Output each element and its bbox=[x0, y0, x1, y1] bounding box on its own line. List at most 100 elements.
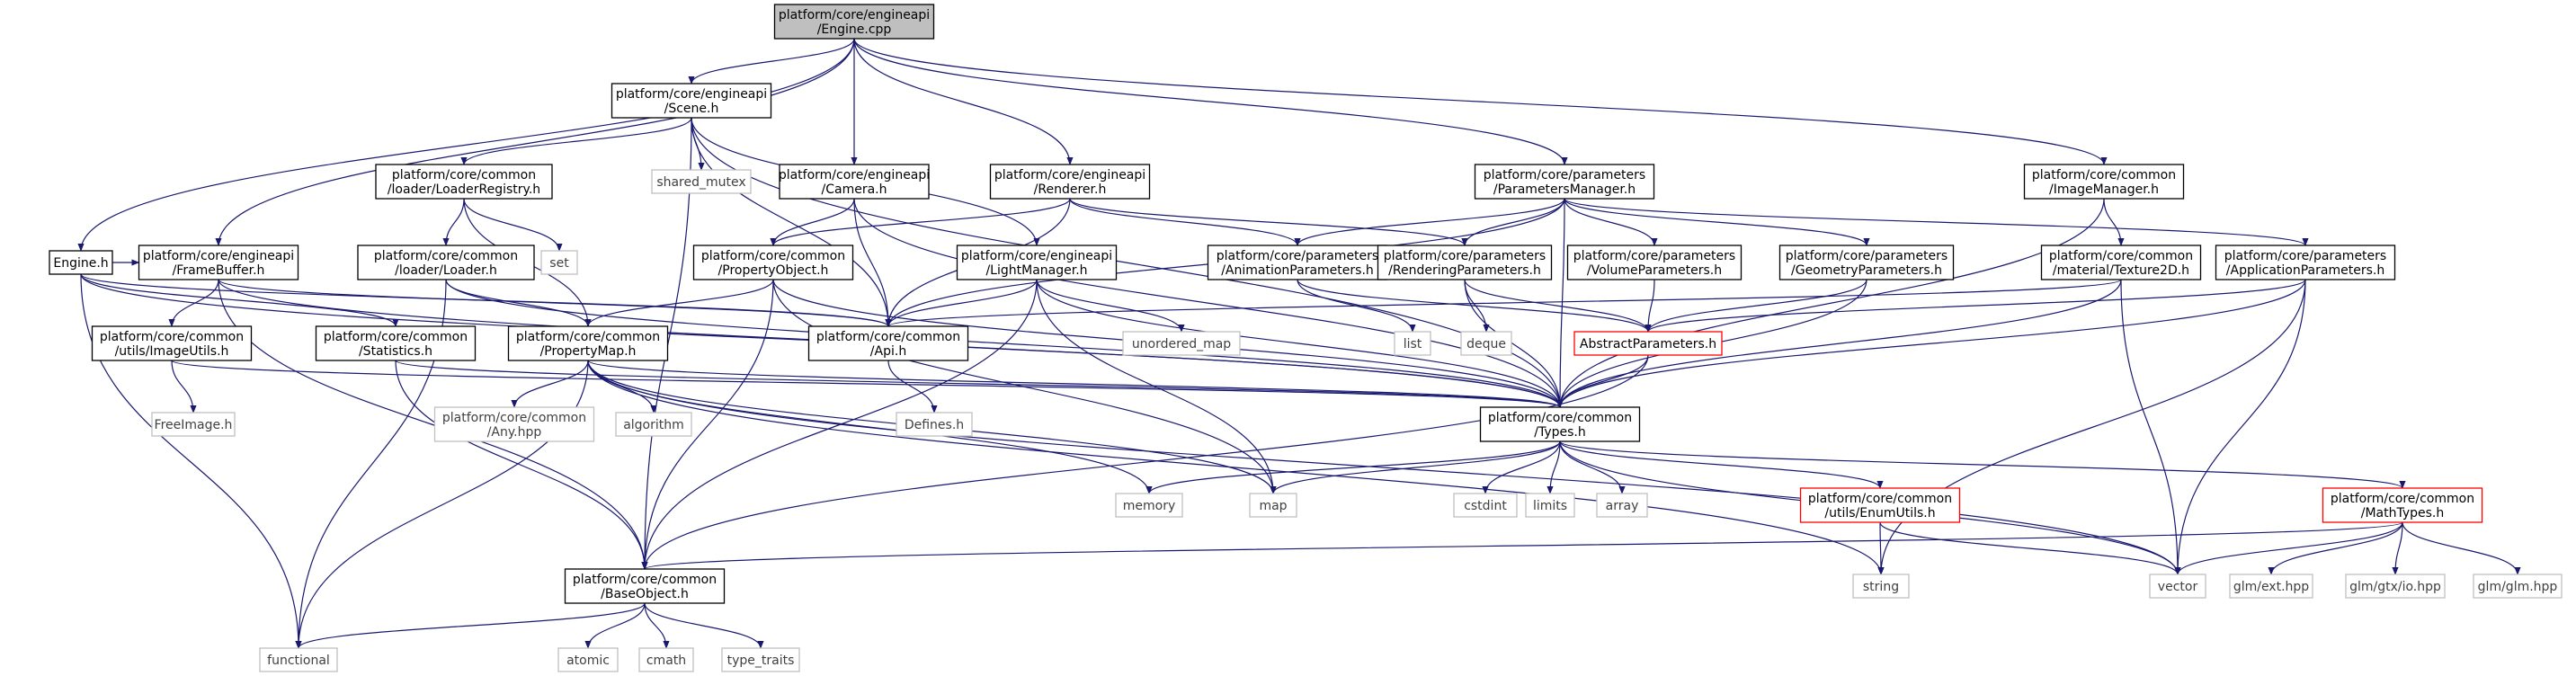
edge-imagemanager_h-to-texture2d_h bbox=[2103, 198, 2125, 246]
node-label: limits bbox=[1533, 499, 1567, 513]
node-mathtypes-h[interactable]: platform/core/common/MathTypes.h bbox=[2322, 487, 2483, 523]
node-framebuffer-h[interactable]: platform/core/engineapi/FrameBuffer.h bbox=[138, 245, 299, 280]
node-label: platform/core/engineapi bbox=[779, 168, 930, 182]
edge-mathtypes_h-to-glm_ext bbox=[2268, 521, 2403, 575]
edge-mathtypes_h-to-glm_glm bbox=[2402, 521, 2521, 575]
edge-scene_h-to-loaderregistry_h bbox=[460, 117, 692, 165]
node-geometryparams-h[interactable]: platform/core/parameters/GeometryParamet… bbox=[1778, 245, 1955, 280]
node-imagemanager-h[interactable]: platform/core/common/ImageManager.h bbox=[2023, 164, 2185, 200]
node-camera-h[interactable]: platform/core/engineapi/Camera.h bbox=[779, 164, 930, 200]
node-volumeparams-h[interactable]: platform/core/parameters/VolumeParameter… bbox=[1566, 245, 1743, 280]
node-label: atomic bbox=[566, 654, 610, 668]
node-label: platform/core/common bbox=[442, 411, 586, 425]
node-label: Engine.h bbox=[53, 256, 108, 271]
node-vector: vector bbox=[2149, 574, 2206, 599]
node-label: glm/ext.hpp bbox=[2233, 580, 2309, 594]
node-label: platform/core/parameters bbox=[1217, 249, 1378, 263]
edge-framebuffer_h-to-imageutils_h bbox=[168, 279, 219, 327]
node-label: platform/core/common bbox=[1488, 411, 1632, 425]
node-engine-cpp[interactable]: platform/core/engineapi/Engine.cpp bbox=[773, 4, 935, 40]
node-propertymap-h[interactable]: platform/core/common/PropertyMap.h bbox=[507, 325, 669, 361]
node-label: /Scene.h bbox=[664, 102, 719, 116]
edge-baseobject_h-to-cmath bbox=[644, 602, 670, 649]
node-label: type_traits bbox=[727, 654, 795, 668]
edge-lightmanager_h-to-types_h bbox=[1036, 279, 1564, 408]
node-label: platform/core/parameters bbox=[2224, 249, 2386, 263]
node-renderer-h[interactable]: platform/core/engineapi/Renderer.h bbox=[989, 164, 1151, 200]
edge-paramsmanager_h-to-animparams_h bbox=[1294, 198, 1565, 246]
node-loaderregistry-h[interactable]: platform/core/common/loader/LoaderRegist… bbox=[375, 164, 553, 200]
edge-scene_h-to-api_h bbox=[691, 117, 892, 327]
edge-appparams_h-to-types_h bbox=[1556, 279, 2306, 408]
node-label: /Types.h bbox=[1534, 425, 1586, 440]
node-label: platform/core/common bbox=[701, 249, 845, 263]
edge-paramsmanager_h-to-appparams_h bbox=[1564, 198, 2309, 246]
node-set: set bbox=[540, 250, 578, 275]
node-label: platform/core/common bbox=[100, 330, 244, 344]
edge-texture2d_h-to-api_h bbox=[885, 279, 2122, 327]
edge-volumeparams_h-to-abstractparams_h bbox=[1645, 279, 1655, 333]
node-label: glm/glm.hpp bbox=[2478, 580, 2558, 594]
edge-imagemanager_h-to-types_h bbox=[1556, 198, 2105, 408]
edge-framebuffer_h-to-api_h bbox=[218, 279, 892, 327]
edge-types_h-to-array bbox=[1559, 440, 1626, 494]
node-label: deque bbox=[1466, 337, 1506, 351]
node-appparams-h[interactable]: platform/core/parameters/ApplicationPara… bbox=[2215, 245, 2396, 280]
node-statistics-h[interactable]: platform/core/common/Statistics.h bbox=[315, 325, 477, 361]
edge-types_h-to-memory bbox=[1145, 440, 1561, 494]
node-label: platform/core/parameters bbox=[1786, 249, 1948, 263]
node-texture2d-h[interactable]: platform/core/common/material/Texture2D.… bbox=[2040, 245, 2202, 280]
node-label: platform/core/engineapi bbox=[143, 249, 294, 263]
node-types-h[interactable]: platform/core/common/Types.h bbox=[1479, 406, 1641, 442]
node-loader-h[interactable]: platform/core/common/loader/Loader.h bbox=[357, 245, 535, 280]
node-lightmanager-h[interactable]: platform/core/engineapi/LightManager.h bbox=[956, 245, 1118, 280]
node-label: /BaseObject.h bbox=[601, 587, 689, 601]
node-scene-h[interactable]: platform/core/engineapi/Scene.h bbox=[611, 83, 772, 119]
node-glm-ext: glm/ext.hpp bbox=[2229, 574, 2313, 599]
node-baseobject-h[interactable]: platform/core/common/BaseObject.h bbox=[564, 568, 726, 604]
edge-texture2d_h-to-types_h bbox=[1556, 279, 2122, 408]
node-label: /RenderingParameters.h bbox=[1388, 263, 1541, 278]
edge-camera_h-to-api_h bbox=[853, 198, 892, 327]
node-label: string bbox=[1863, 580, 1899, 594]
edge-enumutils_h-to-string bbox=[1877, 521, 1885, 575]
edge-types_h-to-cstdint bbox=[1482, 440, 1561, 494]
node-renderingparams-h[interactable]: platform/core/parameters/RenderingParame… bbox=[1377, 245, 1553, 280]
edge-mathtypes_h-to-glm_gtx_io bbox=[2392, 521, 2403, 575]
node-label: platform/core/common bbox=[374, 249, 518, 263]
node-defines-h: Defines.h bbox=[896, 412, 973, 437]
node-label: /Any.hpp bbox=[487, 425, 542, 440]
node-label: /VolumeParameters.h bbox=[1587, 263, 1722, 278]
node-label: platform/core/engineapi bbox=[994, 168, 1145, 182]
node-propertyobject-h[interactable]: platform/core/common/PropertyObject.h bbox=[692, 245, 854, 280]
node-label: platform/core/common bbox=[2049, 249, 2193, 263]
node-abstractparams-h[interactable]: AbstractParameters.h bbox=[1573, 331, 1723, 356]
node-engine-h[interactable]: Engine.h bbox=[49, 250, 113, 275]
edge-propertymap_h-to-types_h bbox=[587, 360, 1564, 408]
node-enumutils-h[interactable]: platform/core/common/utils/EnumUtils.h bbox=[1799, 487, 1961, 523]
node-label: algorithm bbox=[623, 418, 684, 432]
node-imageutils-h[interactable]: platform/core/common/utils/ImageUtils.h bbox=[91, 325, 253, 361]
edge-engine_cpp-to-framebuffer_h bbox=[215, 38, 855, 246]
node-any-hpp: platform/core/common/Any.hpp bbox=[433, 406, 595, 442]
node-label: platform/core/engineapi bbox=[961, 249, 1112, 263]
node-string: string bbox=[1852, 574, 1910, 599]
node-label: functional bbox=[267, 654, 330, 668]
node-label: Defines.h bbox=[905, 418, 964, 432]
node-paramsmanager-h[interactable]: platform/core/parameters/ParametersManag… bbox=[1474, 164, 1655, 200]
edge-imageutils_h-to-freeimage_h bbox=[171, 360, 197, 414]
node-animparams-h[interactable]: platform/core/parameters/AnimationParame… bbox=[1207, 245, 1388, 280]
edge-appparams_h-to-abstractparams_h bbox=[1645, 279, 2306, 333]
node-algorithm: algorithm bbox=[615, 412, 692, 437]
node-unordered-map: unordered_map bbox=[1122, 331, 1241, 356]
node-label: unordered_map bbox=[1132, 337, 1231, 351]
node-label: /ImageManager.h bbox=[2049, 182, 2159, 197]
edge-animparams_h-to-abstractparams_h bbox=[1297, 279, 1652, 333]
edge-api_h-to-defines_h bbox=[887, 360, 938, 414]
node-atomic: atomic bbox=[557, 647, 619, 672]
edge-propertyobject_h-to-baseobject_h bbox=[641, 279, 774, 570]
node-api-h[interactable]: platform/core/common/Api.h bbox=[807, 325, 969, 361]
node-label: platform/core/parameters bbox=[1484, 168, 1645, 182]
node-array: array bbox=[1596, 493, 1648, 518]
edge-mathtypes_h-to-vector bbox=[2174, 521, 2403, 575]
